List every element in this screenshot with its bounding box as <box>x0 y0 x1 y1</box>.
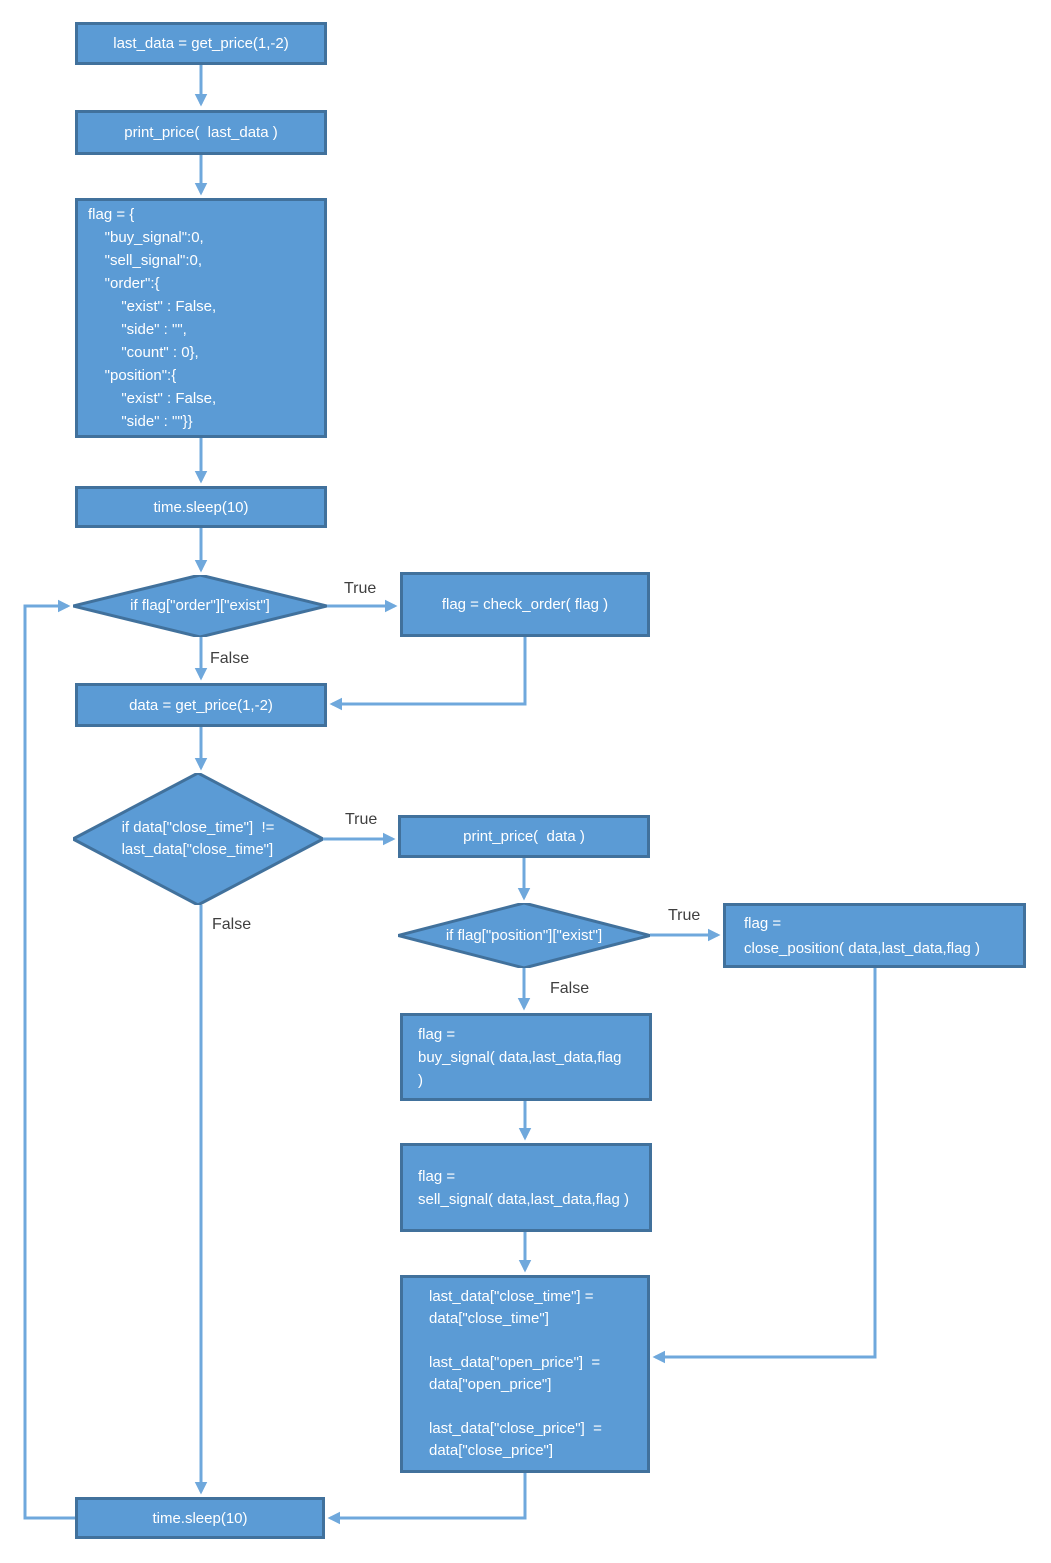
decision-order-exist-text: if flag["order"]["exist"] <box>130 597 270 614</box>
node-print-last-data-text: print_price( last_data ) <box>124 124 278 141</box>
node-get-data-text: data = get_price(1,-2) <box>129 696 273 714</box>
node-update-last-data: last_data["close_time"] = data["close_ti… <box>400 1275 650 1473</box>
node-sell-signal: flag = sell_signal( data,last_data,flag … <box>400 1143 652 1232</box>
node-check-order: flag = check_order( flag ) <box>400 572 650 637</box>
node-print-last-data: print_price( last_data ) <box>75 110 327 155</box>
node-sell-signal-text: flag = sell_signal( data,last_data,flag … <box>418 1167 629 1208</box>
edge-checkorder-to-getdata <box>329 637 527 711</box>
edge-update-to-sleep <box>327 1473 527 1525</box>
edge-loop-back <box>23 599 75 1520</box>
label-order-false: False <box>210 650 250 667</box>
decision-order-exist: if flag["order"]["exist"] <box>73 575 327 637</box>
node-check-order-text: flag = check_order( flag ) <box>441 596 609 613</box>
label-position-true: True <box>668 907 701 924</box>
node-init-last-data-text: last_data = get_price(1,-2) <box>113 35 289 52</box>
label-close-time-false: False <box>212 916 252 933</box>
node-close-position: flag = close_position( data,last_data,fl… <box>723 903 1026 968</box>
decision-close-time: if data["close_time"] != last_data["clos… <box>73 773 323 905</box>
node-update-last-data-text: last_data["close_time"] = data["close_ti… <box>429 1288 602 1459</box>
decision-position-exist: if flag["position"]["exist"] <box>398 903 650 968</box>
node-sleep-top-text: time.sleep(10) <box>153 498 249 516</box>
node-print-data: print_price( data ) <box>398 815 650 858</box>
node-init-flag-text: flag = { "buy_signal":0, "sell_signal":0… <box>88 206 217 430</box>
label-close-time-true: True <box>345 811 378 828</box>
edge-closeposition-to-update <box>652 968 877 1364</box>
label-position-false: False <box>550 980 590 997</box>
node-sleep-bottom-text: time.sleep(10) <box>152 1509 248 1527</box>
node-buy-signal-text: flag = buy_signal( data,last_data,flag ) <box>418 1025 622 1089</box>
node-buy-signal: flag = buy_signal( data,last_data,flag ) <box>400 1013 652 1101</box>
node-sleep-bottom: time.sleep(10) <box>75 1497 325 1539</box>
node-get-data: data = get_price(1,-2) <box>75 683 327 727</box>
node-close-position-text: flag = close_position( data,last_data,fl… <box>744 914 980 957</box>
decision-position-exist-text: if flag["position"]["exist"] <box>445 926 603 944</box>
node-init-last-data: last_data = get_price(1,-2) <box>75 22 327 65</box>
label-order-true: True <box>344 580 377 597</box>
decision-close-time-text: if data["close_time"] != last_data["clos… <box>121 819 275 858</box>
node-sleep-top: time.sleep(10) <box>75 486 327 528</box>
node-print-data-text: print_price( data ) <box>463 828 585 845</box>
node-init-flag: flag = { "buy_signal":0, "sell_signal":0… <box>75 198 327 438</box>
